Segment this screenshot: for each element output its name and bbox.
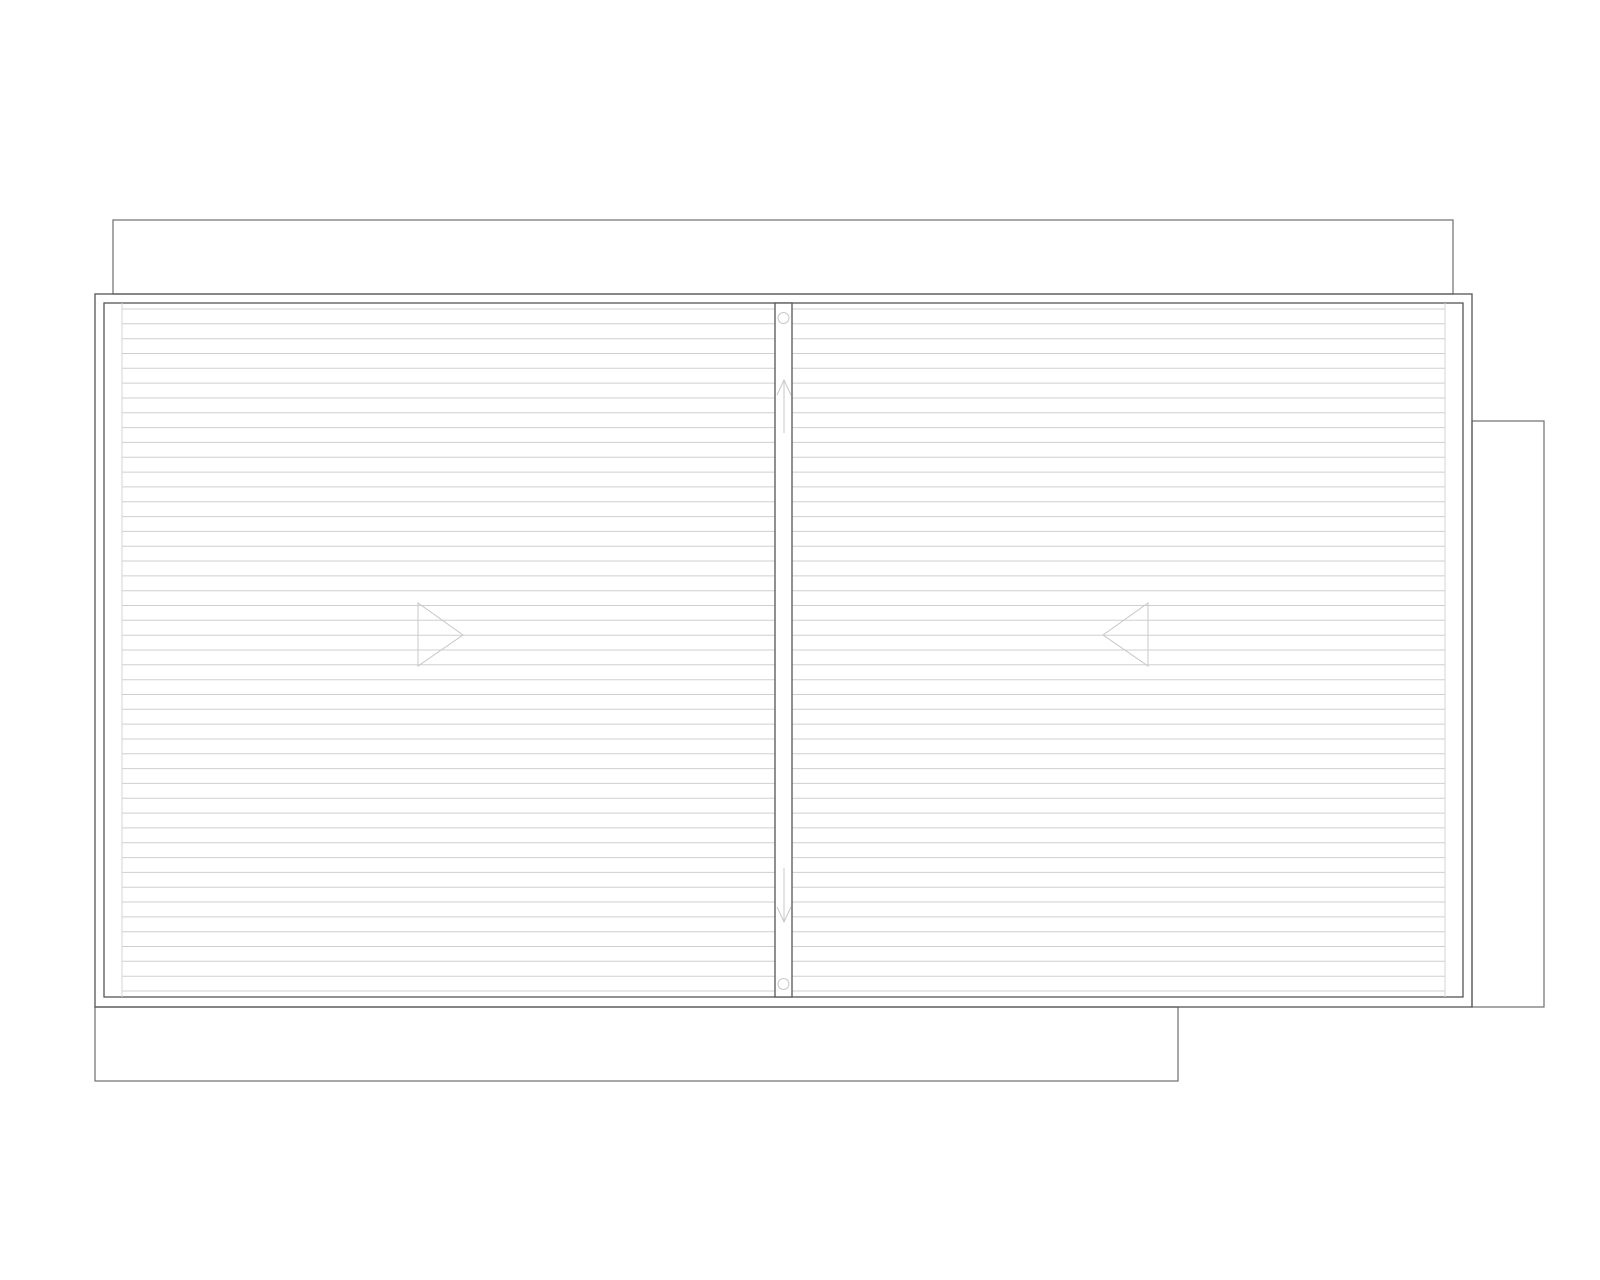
triangle-right-icon — [417, 602, 464, 667]
outer-frame — [94, 293, 1473, 1008]
top-header-block — [112, 219, 1454, 295]
arrow-up-icon — [776, 378, 792, 433]
center-post — [774, 302, 793, 998]
bottom-footer-block — [94, 1006, 1179, 1082]
triangle-left-icon — [1102, 602, 1149, 667]
arrow-down-icon — [776, 868, 792, 924]
top-pin-icon — [777, 312, 790, 324]
bottom-pin-icon — [777, 978, 790, 990]
right-side-block — [1471, 420, 1545, 1008]
